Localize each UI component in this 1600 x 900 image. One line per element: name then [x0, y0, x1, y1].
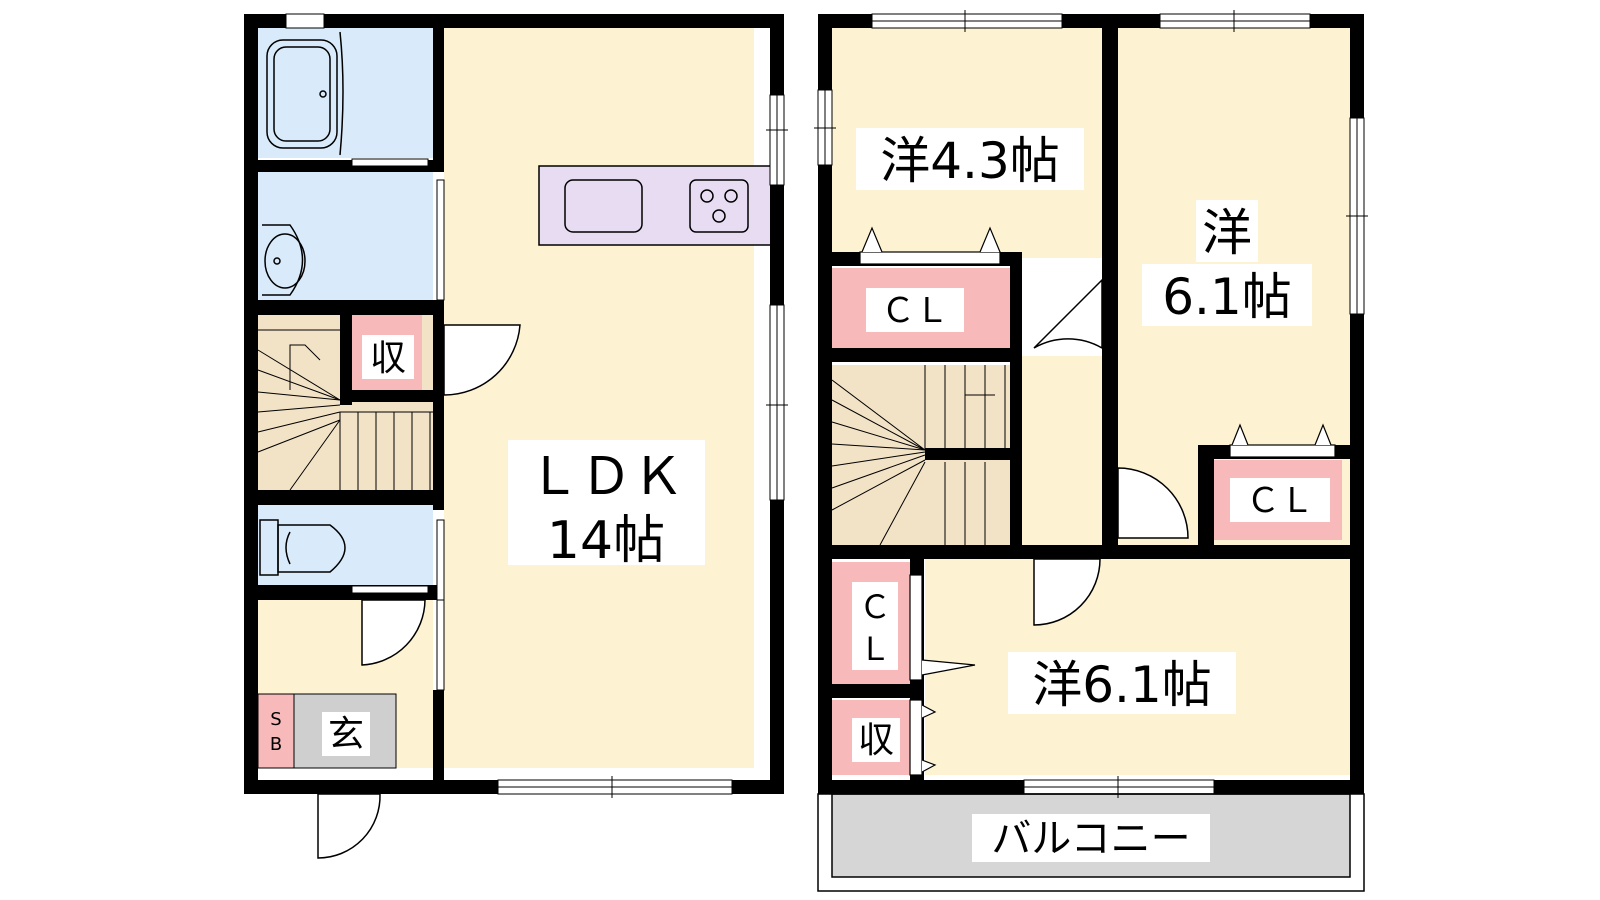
- balcony-label: バルコニー: [991, 816, 1190, 862]
- storage-2f-label-bg: [852, 718, 900, 762]
- ldk-label: ＬＤＫ: [528, 447, 684, 507]
- room-6-1-south-label: 洋6.1帖: [1032, 656, 1212, 714]
- entrance-label: 玄: [328, 714, 364, 755]
- storage-1f-label: 収: [370, 338, 406, 379]
- wash-basin-icon: [262, 224, 306, 296]
- windows-2f: [814, 10, 1368, 798]
- closet-doors-2f: [859, 226, 1336, 776]
- room-6-1-north-label-bg-1: [1196, 200, 1258, 262]
- washroom: [258, 172, 433, 300]
- balcony-outline: [817, 793, 1365, 892]
- sliding-doors-1f: [351, 158, 445, 691]
- closet-a-label-bg: [866, 288, 964, 332]
- ldk-label-bg: [508, 440, 705, 565]
- room-6-1-north-label: 洋: [1202, 204, 1252, 262]
- shoebox-label-b: B: [270, 734, 282, 755]
- toilet-icon: [259, 519, 346, 576]
- ldk-room: [444, 28, 754, 768]
- room-4-3-label: 洋4.3帖: [880, 132, 1060, 190]
- shoebox-label-s: S: [270, 709, 281, 730]
- kitchen-sink: [564, 179, 643, 233]
- closet-c-label-2: Ｌ: [859, 630, 891, 668]
- room-6-1-north-label-bg-2: [1142, 264, 1312, 326]
- room-6-1-north-area-label: 6.1帖: [1162, 268, 1292, 326]
- closet-c-label-1: Ｃ: [859, 588, 891, 626]
- closet-b-label-bg: [1230, 478, 1330, 522]
- balcony-label-bg: [972, 814, 1210, 862]
- windows-1f: [285, 13, 788, 798]
- swing-doors-1f: [317, 324, 521, 859]
- bathtub-icon: [266, 31, 344, 156]
- room-4-3-label-bg: [856, 128, 1084, 190]
- stair-steps-2f: [831, 365, 1006, 546]
- bathroom: [258, 28, 433, 158]
- storage-1f-label-bg: [362, 335, 414, 379]
- swing-doors-2f: [1033, 278, 1189, 626]
- closet-a-label: ＣＬ: [881, 291, 949, 331]
- storage-2f-label: 収: [858, 720, 894, 761]
- closet-c-label-bg: [852, 582, 898, 670]
- entrance-label-bg: [322, 712, 370, 756]
- hall-2f: [1022, 356, 1104, 548]
- ldk-area-label: 14帖: [547, 511, 665, 571]
- room-6-1-south-label-bg: [1008, 652, 1236, 714]
- closet-b-label: ＣＬ: [1246, 481, 1314, 521]
- stove-icon: [689, 179, 749, 233]
- stair-steps-1f: [257, 329, 441, 491]
- shoebox: [257, 693, 295, 769]
